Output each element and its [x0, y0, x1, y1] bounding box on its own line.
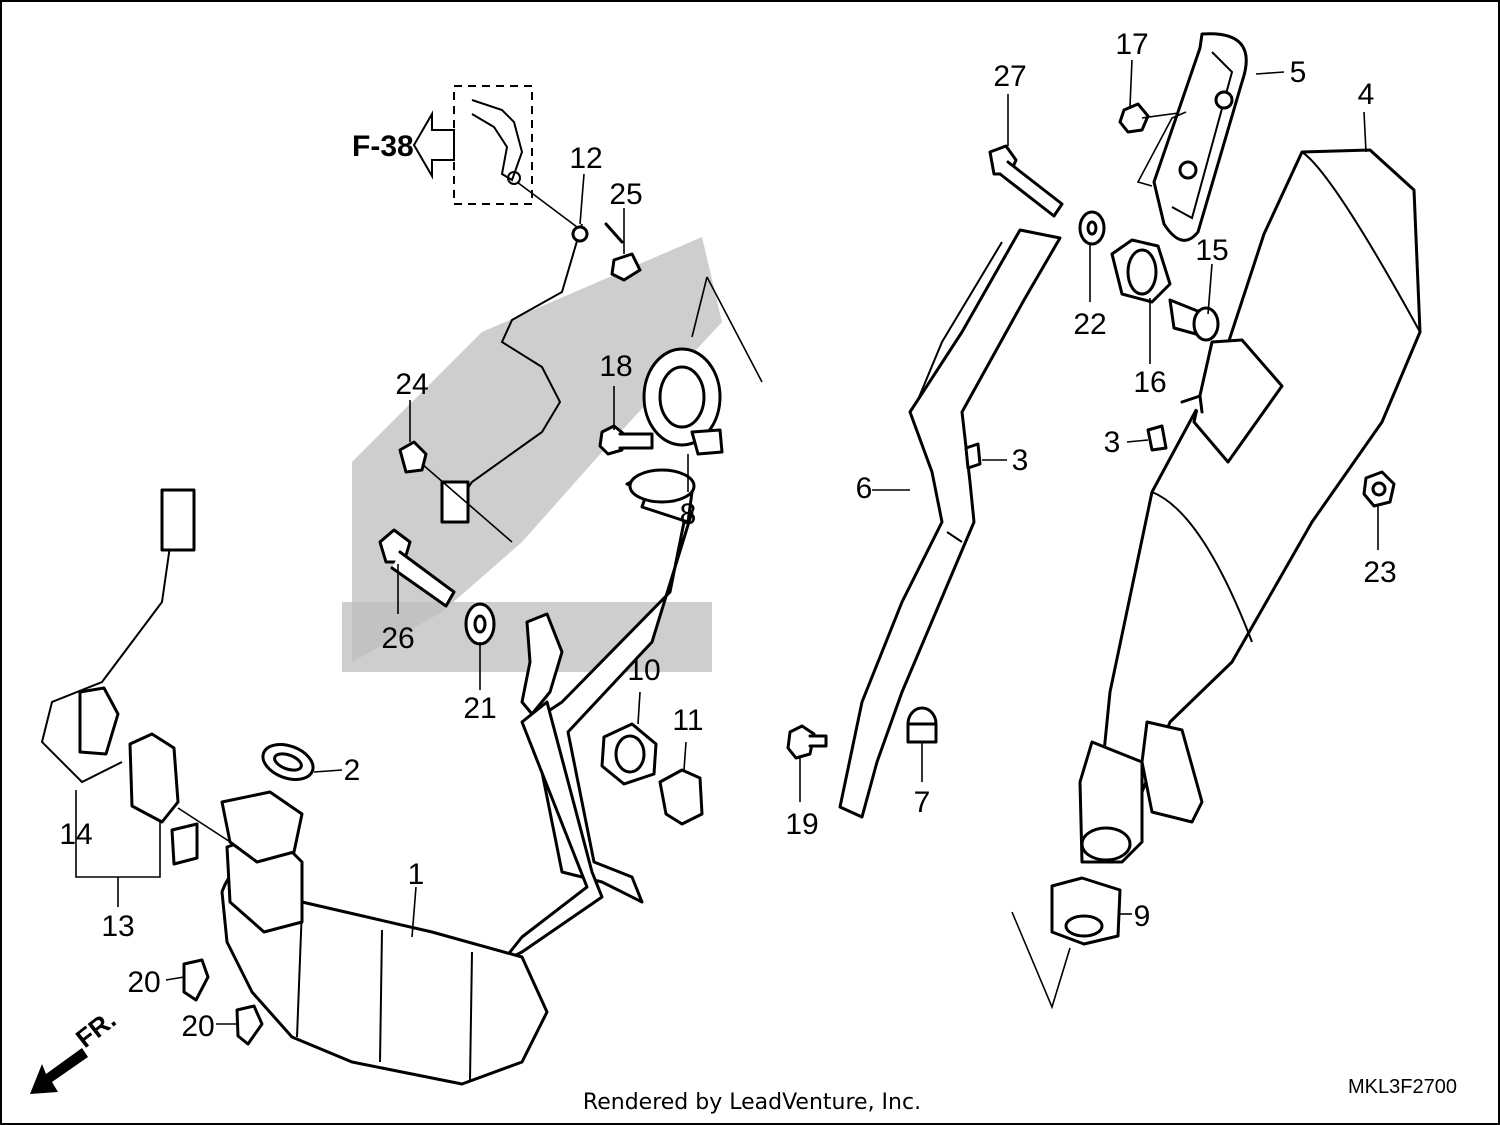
part-26-bolt	[378, 528, 456, 608]
diagram-reference-code: MKL3F2700	[1348, 1076, 1457, 1098]
callout-10: 10	[627, 654, 660, 687]
part-24-bolt	[398, 440, 513, 543]
callout-13: 13	[101, 910, 134, 943]
callout-1: 1	[408, 858, 425, 891]
callout-7: 7	[914, 786, 931, 819]
part-14-o2-sensor	[40, 488, 239, 866]
part-21-washer	[464, 602, 496, 646]
part-15-bolt	[1168, 298, 1220, 342]
watermark-logo	[342, 237, 722, 672]
front-arrow	[30, 1048, 88, 1094]
callout-5: 5	[1290, 56, 1307, 89]
part-22-washer	[1078, 210, 1106, 246]
part-27-bolt	[988, 144, 1064, 218]
part-5-protector	[1136, 32, 1248, 242]
part-23-nut	[1362, 470, 1396, 508]
callout-21: 21	[463, 692, 496, 725]
part-10-grommet	[600, 722, 658, 786]
callout-14: 14	[59, 818, 92, 851]
callout-4: 4	[1358, 78, 1375, 111]
forward-arrow	[412, 110, 455, 180]
callout-27: 27	[993, 60, 1026, 93]
part-1-catalyzer	[220, 790, 549, 1086]
callout-9: 9	[1134, 900, 1151, 933]
callout-16: 16	[1133, 366, 1166, 399]
part-16-collar	[1110, 238, 1172, 304]
part-6-heat-shield	[838, 228, 1062, 819]
part-11-collar	[658, 768, 704, 826]
callout-12: 12	[569, 142, 602, 175]
callout-2: 2	[344, 754, 361, 787]
callout-15: 15	[1195, 234, 1228, 267]
callout-19: 19	[785, 808, 818, 841]
part-4-muffler	[1078, 148, 1422, 864]
part-3-nut-a	[964, 442, 982, 470]
callout-18: 18	[599, 350, 632, 383]
part-8-clamp	[642, 347, 724, 456]
callout-labels: 1 2 3 3 4 5 6 7 8 9 10 11 12 13 14 15 16…	[59, 28, 1396, 1043]
part-17-nut	[1118, 102, 1187, 134]
part-12-cable	[451, 223, 583, 513]
callout-25: 25	[609, 178, 642, 211]
callout-23: 23	[1363, 556, 1396, 589]
callout-17: 17	[1115, 28, 1148, 61]
callout-22: 22	[1073, 308, 1106, 341]
callout-3a: 3	[1012, 444, 1029, 477]
part-20-clips	[182, 958, 264, 1046]
callout-leaders	[165, 59, 1379, 1025]
part-25-bolt	[604, 222, 642, 282]
callout-20b: 20	[181, 1010, 214, 1043]
reference-box	[453, 85, 533, 205]
callout-8: 8	[680, 498, 697, 531]
callout-24: 24	[395, 368, 428, 401]
part-18-bolt	[598, 424, 654, 456]
part-7-grommet	[906, 706, 938, 744]
mount-bracket	[520, 612, 564, 716]
part-19-bolt	[786, 724, 828, 760]
callout-11: 11	[672, 704, 703, 737]
callout-6: 6	[856, 472, 873, 505]
part-3-nut-b	[1146, 424, 1168, 452]
forward-reference-label: F-38	[352, 130, 414, 163]
render-credit: Rendered by LeadVenture, Inc.	[582, 1090, 922, 1115]
part-2-gasket	[261, 743, 315, 781]
part-1-exhaust-pipe	[500, 468, 696, 964]
callout-20a: 20	[127, 966, 160, 999]
callout-26: 26	[381, 622, 414, 655]
part-9-rubber	[1050, 876, 1122, 946]
callout-3b: 3	[1104, 426, 1121, 459]
